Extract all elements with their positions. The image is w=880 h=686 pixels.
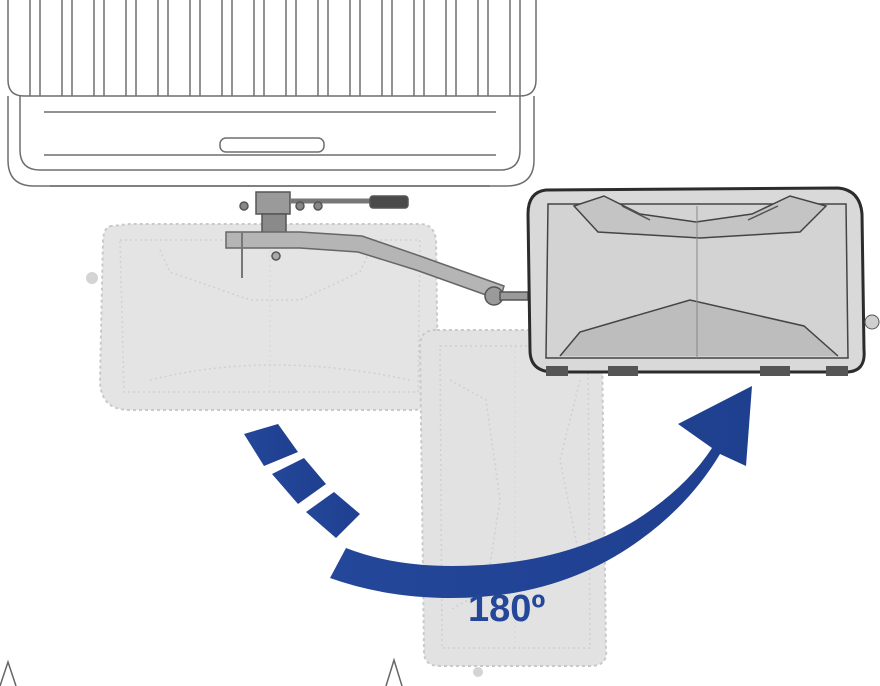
rack-slats (29, 0, 521, 96)
rotation-arrow (244, 386, 752, 598)
footrest-outlines (0, 657, 403, 686)
arrow-body (330, 386, 752, 598)
arrow-dash-2 (272, 458, 326, 504)
mounting-bracket (225, 191, 529, 306)
arrow-dash-3 (306, 492, 360, 538)
rotation-angle-label: 180º (468, 588, 546, 630)
arrow-dash-1 (244, 424, 298, 466)
top-case-final (526, 186, 880, 376)
vehicle-rear (7, 0, 537, 187)
